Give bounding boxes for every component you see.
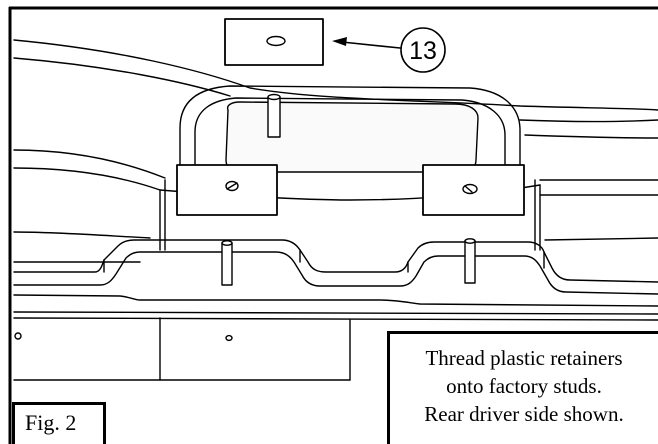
figure-label: Fig. 2 [12,402,106,444]
sill-panel [13,317,658,381]
instruction-line-3: Rear driver side shown. [424,402,624,426]
lower-stud-right [464,238,476,284]
retainer-plate-left [176,164,278,216]
leader-arrow [332,37,401,49]
retainer-plate-right [422,164,525,216]
part-number: 13 [409,37,437,65]
instruction-line-1: Thread plastic retainers [425,346,623,370]
instruction-line-2: onto factory studs. [446,374,602,398]
lower-channel [13,239,658,315]
top-stud [267,93,281,138]
drawing-frame [8,6,658,444]
retainer-plate-exploded [224,18,324,66]
lower-stud-left [221,240,233,286]
part-number-bubble: 13 [400,27,446,73]
body-panel-contours [13,39,658,263]
instruction-note: Thread plastic retainers onto factory st… [387,331,658,444]
